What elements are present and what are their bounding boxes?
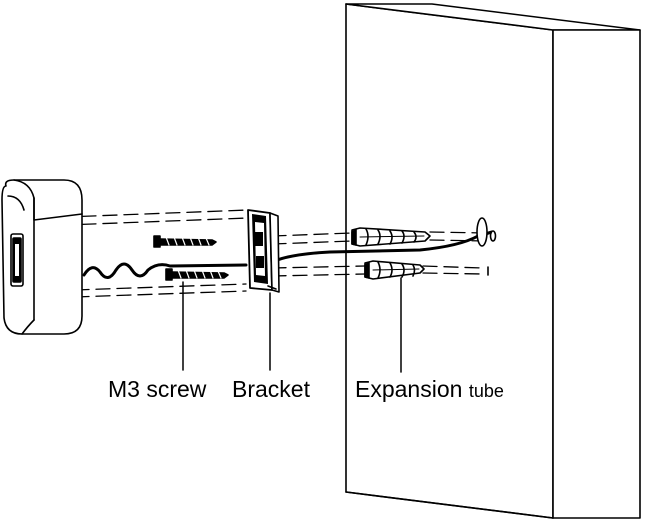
label-bracket: Bracket [232, 376, 310, 402]
m3-screw-lower [165, 268, 229, 281]
label-tube-word: tube [468, 381, 504, 401]
label-expansion-word: Expansion [355, 376, 463, 402]
label-m3-screw: M3 screw [108, 376, 207, 402]
leader-lines [182, 277, 402, 373]
device-body [1, 179, 83, 335]
expansion-tube-upper [351, 227, 431, 247]
wall-hole [476, 217, 497, 276]
wall [345, 3, 641, 519]
label-expansion-tube: Expansion tube [355, 378, 504, 401]
bracket [247, 209, 280, 293]
cable [82, 230, 494, 279]
expansion-tube-lower [364, 260, 425, 280]
m3-screw-upper [153, 235, 217, 248]
